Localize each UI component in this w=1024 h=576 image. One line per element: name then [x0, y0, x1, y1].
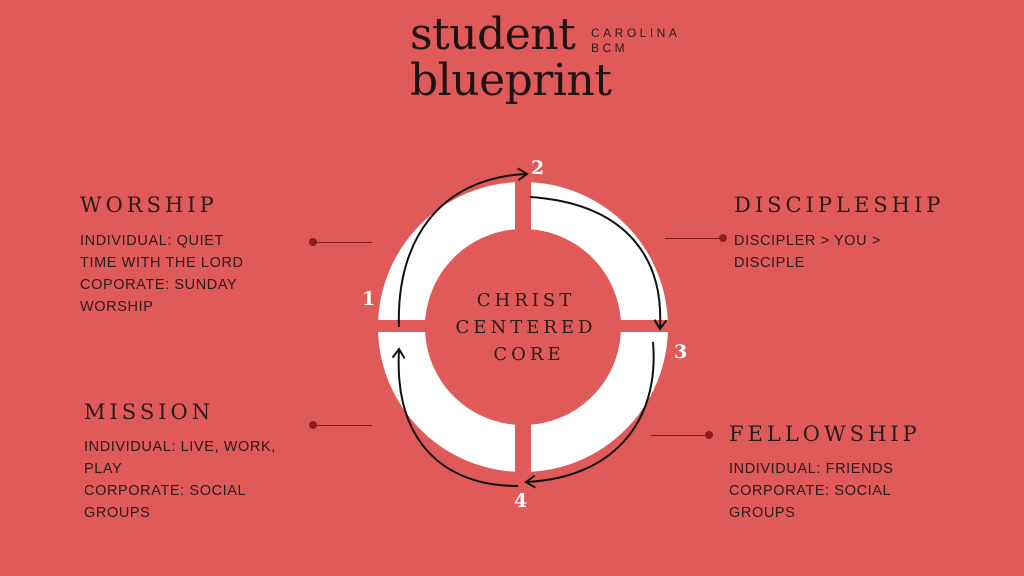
title-line-2: blueprint [410, 55, 612, 106]
ring-gap-top [515, 175, 531, 279]
step-number-2: 2 [531, 157, 544, 179]
core-line-2: CENTERED [456, 317, 597, 338]
fellowship-line-1: INDIVIDUAL: FRIENDS [729, 461, 894, 477]
worship-line-3: COPORATE: SUNDAY [80, 277, 238, 293]
core-line-3: CORE [493, 344, 564, 365]
arrow-3-to-4 [524, 341, 655, 489]
mission-line-4: GROUPS [84, 505, 151, 521]
arrow-1-to-2 [397, 167, 529, 328]
ring-gap-left [370, 320, 454, 332]
ring-gap-right [592, 320, 676, 332]
mission-line-1: INDIVIDUAL: LIVE, WORK, [84, 439, 276, 455]
fellowship-line-2: CORPORATE: SOCIAL [729, 483, 892, 499]
discipleship-line-2: DISCIPLE [734, 255, 805, 271]
mission-heading: MISSION [84, 400, 215, 424]
arrow-4-to-1 [391, 347, 519, 487]
org-line-2: BCM [591, 41, 629, 55]
fellowship-connector-line [651, 435, 709, 436]
discipleship-connector-line [665, 238, 723, 239]
step-number-1: 1 [362, 288, 375, 310]
ring [370, 175, 676, 479]
worship-line-1: INDIVIDUAL: QUIET [80, 233, 224, 249]
fellowship-line-3: GROUPS [729, 505, 796, 521]
discipleship-connector-dot [719, 234, 727, 242]
discipleship-details: DISCIPLER > YOU > DISCIPLE [734, 230, 881, 274]
discipleship-line-1: DISCIPLER > YOU > [734, 233, 881, 249]
mission-connector-dot [309, 421, 317, 429]
mission-details: INDIVIDUAL: LIVE, WORK, PLAY CORPORATE: … [84, 436, 276, 524]
discipleship-heading: DISCIPLESHIP [734, 193, 945, 217]
core-line-1: CHRIST [477, 290, 575, 311]
ring-inner [425, 229, 621, 425]
title-line-1: student [410, 9, 576, 60]
fellowship-details: INDIVIDUAL: FRIENDS CORPORATE: SOCIAL GR… [729, 458, 893, 524]
page-title: student blueprint [410, 9, 612, 106]
mission-connector-line [314, 425, 372, 426]
worship-connector-dot [309, 238, 317, 246]
mission-line-3: CORPORATE: SOCIAL [84, 483, 247, 499]
step-number-3: 3 [674, 341, 687, 363]
organization-name: CAROLINA BCM [591, 26, 680, 56]
fellowship-connector-dot [705, 431, 713, 439]
worship-heading: WORSHIP [80, 193, 218, 217]
worship-details: INDIVIDUAL: QUIET TIME WITH THE LORD COP… [80, 230, 244, 318]
cycle-arrows [391, 167, 668, 489]
worship-connector-line [314, 242, 372, 243]
fellowship-heading: FELLOWSHIP [729, 422, 921, 446]
step-number-4: 4 [514, 490, 527, 512]
ring-gap-bottom [515, 375, 531, 479]
worship-line-2: TIME WITH THE LORD [80, 255, 244, 271]
org-line-1: CAROLINA [591, 26, 681, 40]
worship-line-4: WORSHIP [80, 299, 154, 315]
arrow-2-to-3 [529, 196, 668, 331]
mission-line-2: PLAY [84, 461, 123, 477]
